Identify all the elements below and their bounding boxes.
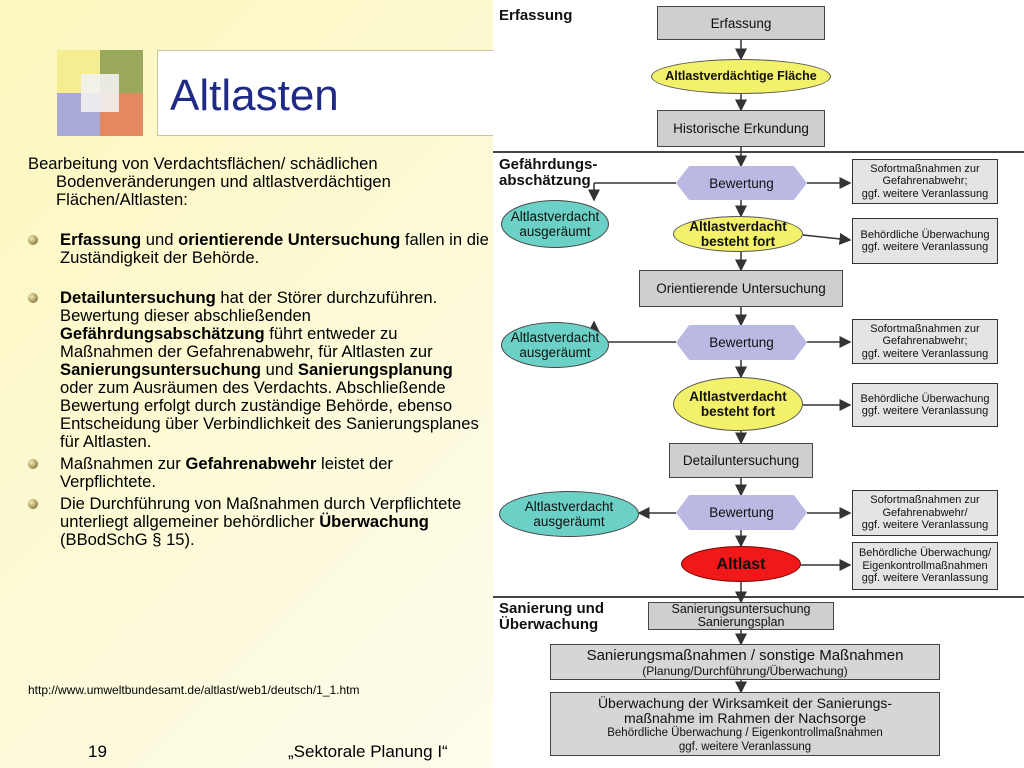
bullet-text: leistet der Verpflichtete. (60, 454, 393, 491)
bold-gefahrenabwehr: Gefahrenabwehr (185, 454, 317, 473)
bullet-erfassung: Erfassung und orientierende Untersuchung… (28, 231, 490, 267)
bullet-ueberwachung: Die Durchführung von Maßnahmen durch Ver… (28, 495, 490, 549)
note-line: ggf. weitere Veranlassung (861, 187, 989, 200)
bullet-text: und (261, 360, 298, 379)
node-verdacht-ausgeraeumt-2: Altlastverdacht ausgeräumt (501, 322, 609, 368)
note-behoerdliche-ueberwachung-1: Behördliche Überwachung ggf. weitere Ver… (852, 218, 998, 264)
note-line: ggf. weitere Veranlassung (861, 347, 989, 360)
ueberwachung-line-2: maßnahme im Rahmen der Nachsorge (624, 710, 866, 726)
bullet-text: fallen in die Zuständigkeit der Behörde. (60, 230, 489, 267)
bullet-icon (28, 499, 38, 509)
bullet-text: oder zum Ausräumen des Verdachts. Abschl… (60, 378, 479, 451)
ueberwachung-line-3: Behördliche Überwachung / Eigenkontrollm… (607, 727, 883, 739)
bullet-detailuntersuchung: Detailuntersuchung hat der Störer durchz… (28, 289, 490, 451)
bullet-icon (28, 235, 38, 245)
section-label-line: abschätzung (499, 172, 591, 189)
bold-gefaehrdungsabschaetzung: Gefährdungsabschätzung (60, 324, 265, 343)
intro-line-2: Bodenveränderungen und altlastverdächtig… (56, 172, 391, 191)
logo-square-center (81, 74, 119, 112)
bold-sanierungsuntersuchung: Sanierungsuntersuchung (60, 360, 261, 379)
title-box: Altlasten (157, 50, 497, 136)
note-line: ggf. weitere Veranlassung (861, 241, 989, 253)
footer-title: „Sektorale Planung I“ (288, 742, 448, 761)
bullet-text: und (141, 230, 179, 249)
source-url: http://www.umweltbundesamt.de/altlast/we… (28, 683, 360, 697)
note-line: Behördliche Überwachung (860, 392, 990, 405)
ueberwachung-line-4: ggf. weitere Veranlassung (678, 741, 812, 753)
node-sanierungsmassnahmen: Sanierungsmaßnahmen / sonstige Maßnahmen… (550, 644, 940, 680)
node-altlast: Altlast (681, 546, 801, 582)
bullet-text: führt entweder zu Maßnahmen der Gefahren… (60, 324, 433, 361)
bold-ueberwachung: Überwachung (319, 512, 429, 531)
note-line: Gefahrenabwehr; (882, 175, 968, 188)
bullet-text: (BBodSchG § 15). (60, 530, 195, 549)
bullet-gefahrenabwehr: Maßnahmen zur Gefahrenabwehr leistet der… (28, 455, 490, 491)
bold-detailuntersuchung: Detailuntersuchung (60, 288, 216, 307)
bullet-icon (28, 293, 38, 303)
note-line: Behördliche Überwachung (860, 228, 990, 241)
node-ueberwachung-wirksamkeit: Überwachung der Wirksamkeit der Sanierun… (550, 692, 940, 756)
note-line: Behördliche Überwachung/ (858, 547, 992, 560)
section-label-sanierung: Sanierung und Überwachung (499, 601, 604, 633)
node-verdacht-besteht-fort-1: Altlastverdacht besteht fort (673, 216, 803, 252)
note-line: ggf. weitere Veranlassung (861, 405, 989, 417)
node-erfassung: Erfassung (657, 6, 825, 40)
node-bewertung-2: Bewertung (676, 325, 807, 360)
ueberwachung-line-1: Überwachung der Wirksamkeit der Sanierun… (597, 695, 893, 711)
node-bewertung-1: Bewertung (676, 166, 807, 200)
note-sofortmassnahmen-2: Sofortmaßnahmen zur Gefahrenabwehr; ggf.… (852, 319, 998, 364)
intro-line-1: Bearbeitung von Verdachtsflächen/ schädl… (28, 154, 378, 173)
section-label-line: Überwachung (499, 616, 599, 633)
section-label-erfassung: Erfassung (499, 7, 573, 24)
node-verdacht-ausgeraeumt-1: Altlastverdacht ausgeräumt (501, 200, 609, 248)
bold-erfassung: Erfassung (60, 230, 142, 249)
slide-logo (57, 50, 143, 136)
node-altlastverdaechtige-flaeche: Altlastverdächtige Fläche (651, 59, 831, 94)
node-detailuntersuchung: Detailuntersuchung (669, 443, 813, 478)
node-historische-erkundung: Historische Erkundung (657, 110, 825, 147)
note-line: Sofortmaßnahmen zur (870, 322, 980, 335)
section-label-line: Sanierung und (499, 600, 604, 617)
slide-body: Bearbeitung von Verdachtsflächen/ schädl… (28, 155, 490, 549)
massnahmen-subtitle: (Planung/Durchführung/Überwachung) (642, 664, 848, 678)
bold-orientierende-untersuchung: orientierende Untersuchung (178, 230, 401, 249)
node-line: Sanierungsuntersuchung (671, 602, 811, 616)
node-sanierungsuntersuchung: Sanierungsuntersuchung Sanierungsplan (648, 602, 834, 630)
slide-title: Altlasten (170, 71, 339, 120)
intro-text: Bearbeitung von Verdachtsflächen/ schädl… (28, 155, 490, 209)
node-verdacht-besteht-fort-2: Altlastverdacht besteht fort (673, 377, 803, 431)
node-verdacht-ausgeraeumt-3: Altlastverdacht ausgeräumt (499, 491, 639, 537)
note-line: Gefahrenabwehr; (882, 335, 968, 348)
note-sofortmassnahmen-3: Sofortmaßnahmen zur Gefahrenabwehr/ ggf.… (852, 490, 998, 536)
note-behoerdliche-ueberwachung-2: Behördliche Überwachung ggf. weitere Ver… (852, 383, 998, 427)
bullet-text: Die Durchführung von Maßnahmen durch Ver… (60, 494, 462, 531)
node-orientierende-untersuchung: Orientierende Untersuchung (639, 270, 843, 307)
flowchart: Erfassung Gefährdungs- abschätzung Sanie… (493, 0, 1024, 768)
section-label-line: Gefährdungs- (499, 156, 598, 173)
node-line: Sanierungsplan (697, 615, 785, 629)
slide-number: 19 (88, 742, 107, 761)
section-label-gefaehrdung: Gefährdungs- abschätzung (499, 157, 597, 189)
massnahmen-title: Sanierungsmaßnahmen / sonstige Maßnahmen (586, 647, 904, 664)
bullet-icon (28, 459, 38, 469)
bold-sanierungsplanung: Sanierungsplanung (297, 360, 453, 379)
note-behoerdliche-ueberwachung-3: Behördliche Überwachung/ Eigenkontrollma… (852, 542, 998, 590)
note-line: ggf. weitere Veranlassung (861, 572, 989, 585)
note-line: Gefahrenabwehr/ (882, 506, 968, 519)
intro-line-3: Flächen/Altlasten: (56, 190, 188, 209)
note-line: ggf. weitere Veranlassung (861, 519, 989, 532)
bullet-text: Maßnahmen zur (60, 454, 186, 473)
note-sofortmassnahmen-1: Sofortmaßnahmen zur Gefahrenabwehr; ggf.… (852, 159, 998, 204)
note-line: Eigenkontrollmaßnahmen (862, 559, 988, 572)
note-line: Sofortmaßnahmen zur (870, 162, 980, 175)
note-line: Sofortmaßnahmen zur (870, 494, 980, 507)
node-bewertung-3: Bewertung (676, 495, 807, 530)
bullet-text: hat der Störer durchzuführen. Bewertung … (60, 288, 438, 325)
